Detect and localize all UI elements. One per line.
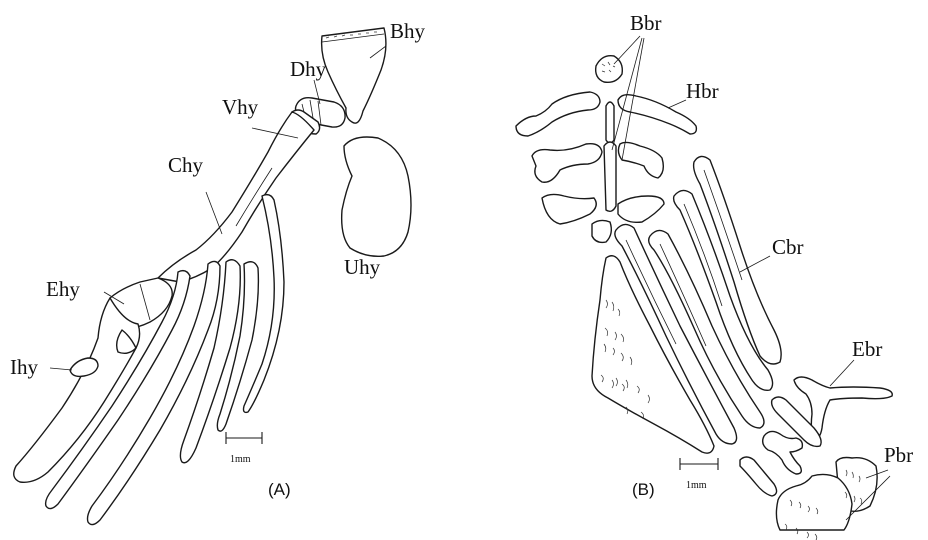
upper-pharyngeal-plate-2 <box>776 474 852 530</box>
caption-b: (B) <box>632 480 655 499</box>
label-ebr: Ebr <box>852 337 882 361</box>
panel-a: Bhy Dhy Vhy Chy Uhy Ehy Ihy 1mm (A) <box>10 19 426 525</box>
label-cbr: Cbr <box>772 235 804 259</box>
scale-bar-a <box>226 432 262 444</box>
chy-leader <box>206 192 222 234</box>
urohyal-bone <box>342 137 411 256</box>
basibranchial-column-1 <box>606 102 614 143</box>
label-ehy: Ehy <box>46 277 80 301</box>
epihyal-plate <box>14 298 140 482</box>
hypobranchial-l1 <box>516 92 600 136</box>
label-ihy: Ihy <box>10 355 38 379</box>
label-pbr: Pbr <box>884 443 913 467</box>
scale-bar-b <box>680 458 718 470</box>
label-dhy: Dhy <box>290 57 327 81</box>
pharyngobranchial-small <box>740 457 777 496</box>
hypobranchial-l3 <box>542 194 596 224</box>
hbr-leader <box>668 100 686 108</box>
hypobranchial-l2 <box>532 144 602 183</box>
label-chy: Chy <box>168 153 204 177</box>
label-vhy: Vhy <box>222 95 259 119</box>
hypobranchial-r2 <box>618 142 663 178</box>
ebr-leader <box>830 360 854 386</box>
label-bhy: Bhy <box>390 19 426 43</box>
panel-b: Bbr Hbr Cbr Ebr Pbr 1mm (B) <box>516 11 913 540</box>
caption-a: (A) <box>268 480 291 499</box>
ceratohyal-bone <box>158 112 314 282</box>
hypobranchial-r3 <box>618 196 664 222</box>
basibranchial-column-2 <box>604 142 616 211</box>
scale-label-a: 1mm <box>230 454 251 465</box>
pharyngobranchial-cross <box>763 431 803 474</box>
scale-label-b: 1mm <box>686 480 707 491</box>
label-uhy: Uhy <box>344 255 381 279</box>
ihy-leader <box>50 368 72 370</box>
label-bbr: Bbr <box>630 11 662 35</box>
label-hbr: Hbr <box>686 79 719 103</box>
basibranchial-tip <box>592 220 611 242</box>
